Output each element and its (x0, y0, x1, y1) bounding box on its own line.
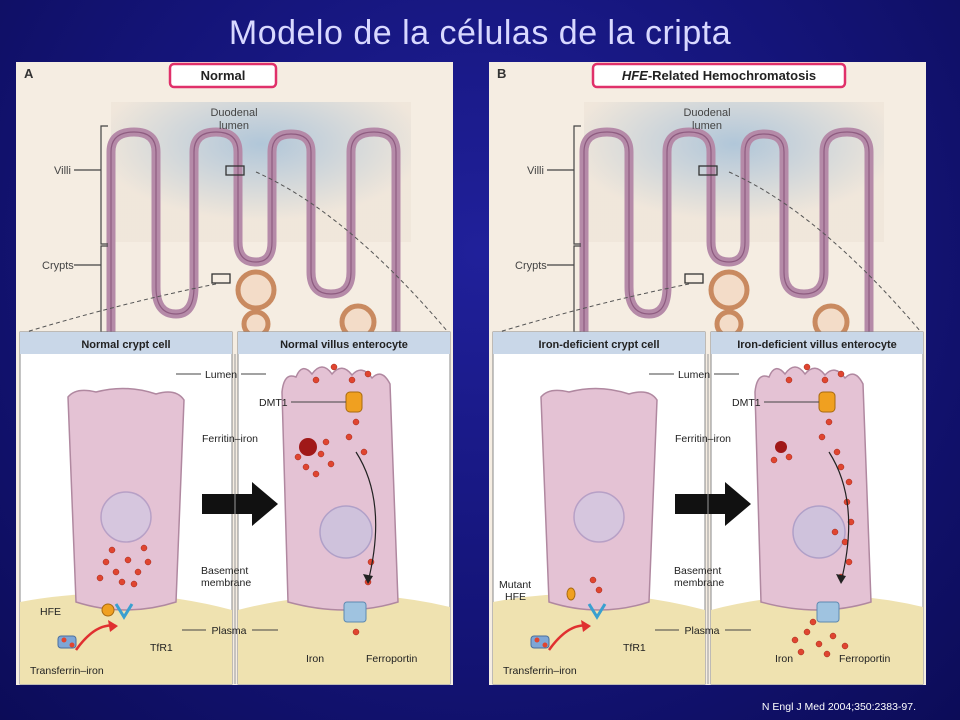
panel-heading: HFE-Related Hemochromatosis (622, 68, 816, 83)
citation: N Engl J Med 2004;350:2383-97. (761, 701, 916, 713)
tfr1-label: TfR1 (623, 642, 646, 654)
hfe-label: HFE (40, 606, 61, 618)
panel-hemochromatosis: B Villi Crypts Duodenal lumen HFE-Relate… (489, 62, 926, 685)
panel-heading: Normal (201, 68, 246, 83)
tfr1-receptor (587, 603, 607, 620)
heading-highlight (591, 62, 847, 89)
iron-label: Iron (775, 653, 793, 665)
plasma-label: Plasma (684, 625, 719, 637)
enterocyte-body (754, 366, 872, 611)
crypt-nucleus (573, 491, 625, 543)
villi-label: Villi (54, 165, 71, 177)
enterocyte-header: Normal villus enterocyte (280, 339, 408, 351)
enterocyte-nucleus (792, 505, 846, 559)
crypt-nucleus (100, 491, 152, 543)
crypt-circles (708, 269, 850, 341)
enterocyte-body (281, 366, 399, 611)
heading-highlight (168, 62, 278, 89)
villi-label: Villi (527, 165, 544, 177)
iron-label: Iron (306, 653, 324, 665)
panel-letter: B (497, 66, 506, 81)
enterocyte-nucleus (319, 505, 373, 559)
crypt-cell-header: Normal crypt cell (81, 339, 170, 351)
lumen-label: Lumen (205, 369, 237, 381)
tfr1-label: TfR1 (150, 642, 173, 654)
dmt1-label: DMT1 (259, 397, 288, 409)
duodenal-lumen-label-2: lumen (692, 120, 722, 132)
transfer-arrow (675, 482, 751, 526)
iron-particles (589, 363, 855, 658)
ferroportin-channel (816, 601, 840, 623)
mutant-hfe-label-2: HFE (505, 591, 526, 603)
basement-membrane-label-1: Basement (201, 565, 248, 577)
crypt-cell-header: Iron-deficient crypt cell (538, 339, 659, 351)
mutant-hfe-label-1: Mutant (499, 579, 531, 591)
slide-title: Modelo de la células de la cripta (228, 14, 732, 52)
hfe-protein (101, 603, 115, 617)
ferroportin-channel (343, 601, 367, 623)
transferrin-iron-icon (57, 635, 77, 649)
ferroportin-label: Ferroportin (839, 653, 891, 665)
duodenal-lumen-label-1: Duodenal (683, 107, 730, 119)
transfer-arrow (202, 482, 278, 526)
ferroportin-label: Ferroportin (366, 653, 418, 665)
transferrin-iron-icon (530, 635, 550, 649)
dmt1-label: DMT1 (732, 397, 761, 409)
mutant-hfe-protein (566, 587, 576, 601)
ferritin-iron-cluster (775, 441, 787, 453)
panel-letter: A (24, 66, 34, 81)
tfr1-receptor (114, 603, 134, 620)
transferrin-iron-label: Transferrin–iron (30, 665, 104, 677)
panel-normal: A Villi Crypts Duodenal lumen Normal Nor… (16, 62, 453, 685)
crypts-label: Crypts (42, 260, 74, 272)
enterocyte-header: Iron-deficient villus enterocyte (737, 339, 897, 351)
ferritin-iron-cluster (299, 438, 317, 456)
transferrin-iron-label: Transferrin–iron (503, 665, 577, 677)
plasma-label: Plasma (211, 625, 246, 637)
basement-membrane-label-2: membrane (201, 577, 251, 589)
ferritin-iron-label: Ferritin–iron (675, 433, 731, 445)
ferritin-iron-label: Ferritin–iron (202, 433, 258, 445)
crypts-label: Crypts (515, 260, 547, 272)
dmt1-transporter (818, 391, 836, 413)
basement-membrane-label-1: Basement (674, 565, 721, 577)
lumen-label: Lumen (678, 369, 710, 381)
duodenal-lumen-label-2: lumen (219, 120, 249, 132)
basement-membrane-label-2: membrane (674, 577, 724, 589)
duodenal-lumen-label-1: Duodenal (210, 107, 257, 119)
iron-particles (96, 363, 375, 636)
dmt1-transporter (345, 391, 363, 413)
